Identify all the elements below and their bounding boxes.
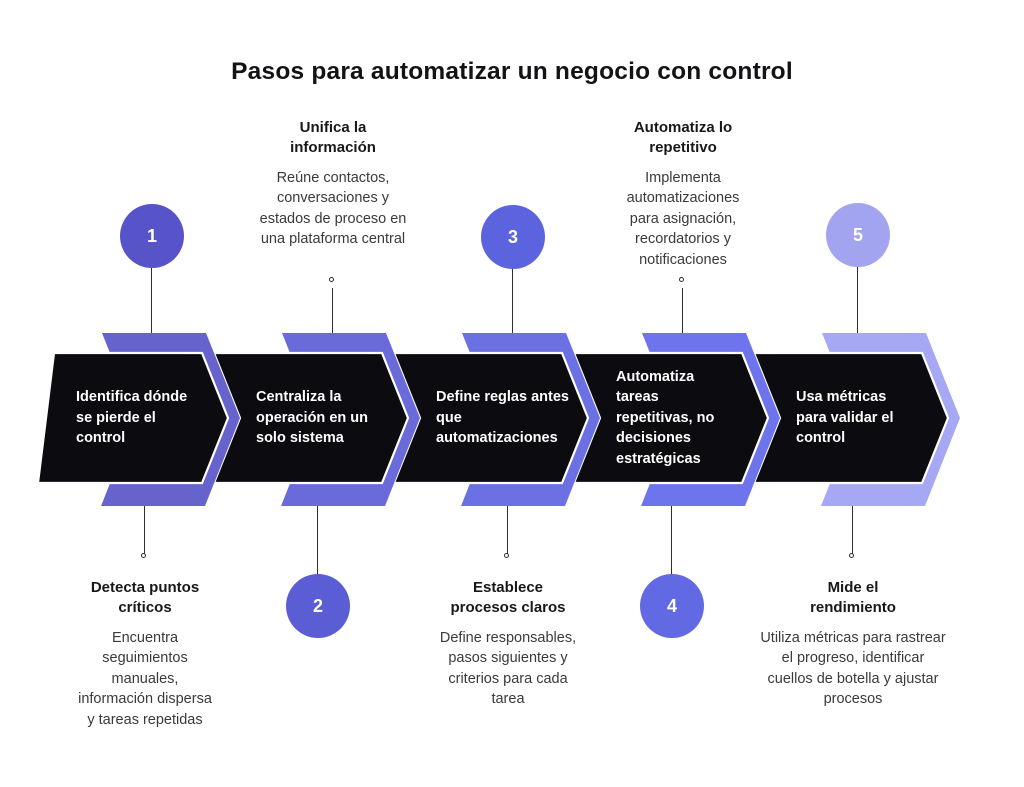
step-badge-5: 5 [826,203,890,267]
step-badge-4: 4 [640,574,704,638]
arrow-label-text: Centraliza la operación en un solo siste… [256,389,368,447]
step-label-block-1: Detecta puntos críticos Encuentra seguim… [50,578,240,730]
arrow-label-text: Automatiza tareas repetitivas, no decisi… [616,368,715,467]
arrow-label-4: Automatiza tareas repetitivas, no decisi… [616,353,731,483]
step-badge-2: 2 [286,574,350,638]
connector-dot [849,553,854,558]
step-body: Encuentra seguimientos manuales, informa… [78,629,212,728]
step-heading: Automatiza lo repetitivo [633,119,733,157]
arrow-label-text: Identifica dónde se pierde el control [76,389,188,447]
step-label-block-3: Establece procesos claros Define respons… [413,578,603,710]
arrow-shape-1 [36,351,230,485]
step-heading: Mide el rendimiento [810,579,896,617]
connector-dot [329,277,334,282]
arrow-label-5: Usa métricas para validar el control [796,353,914,483]
connector-line [144,500,146,554]
step-heading: Establece procesos claros [450,579,566,617]
connector-line [512,269,514,356]
connector-line [852,500,854,554]
arrow-label-3: Define reglas antes que automatizaciones [436,353,576,483]
arrow-band-svg [36,333,960,506]
diagram-title: Pasos para automatizar un negocio con co… [231,58,793,85]
connector-line [857,267,859,356]
arrow-label-text: Define reglas antes que automatizaciones [436,389,569,447]
step-heading: Unifica la información [290,119,376,157]
connector-line [682,288,684,336]
step-badge-3: 3 [481,205,545,269]
connector-line [332,288,334,336]
connector-dot [141,553,146,558]
arrow-label-1: Identifica dónde se pierde el control [76,353,206,483]
step-label-block-5: Mide el rendimiento Utiliza métricas par… [758,578,948,710]
connector-dot [679,277,684,282]
step-body: Define responsables, pasos siguientes y … [439,629,577,708]
step-badge-1: 1 [120,204,184,268]
arrow-label-2: Centraliza la operación en un solo siste… [256,353,386,483]
step-heading: Detecta puntos críticos [90,579,200,617]
step-body: Implementa automatizaciones para asignac… [626,169,740,268]
step-label-block-2: Unifica la información Reúne contactos, … [238,118,428,250]
step-body: Reúne contactos, conversaciones y estado… [259,169,407,248]
connector-line [151,268,153,356]
connector-line [317,500,319,575]
connector-line [671,500,673,575]
arrow-label-text: Usa métricas para validar el control [796,389,894,447]
step-body: Utiliza métricas para rastrear el progre… [760,629,946,708]
connector-dot [504,553,509,558]
connector-line [507,500,509,554]
step-label-block-4: Automatiza lo repetitivo Implementa auto… [588,118,778,270]
